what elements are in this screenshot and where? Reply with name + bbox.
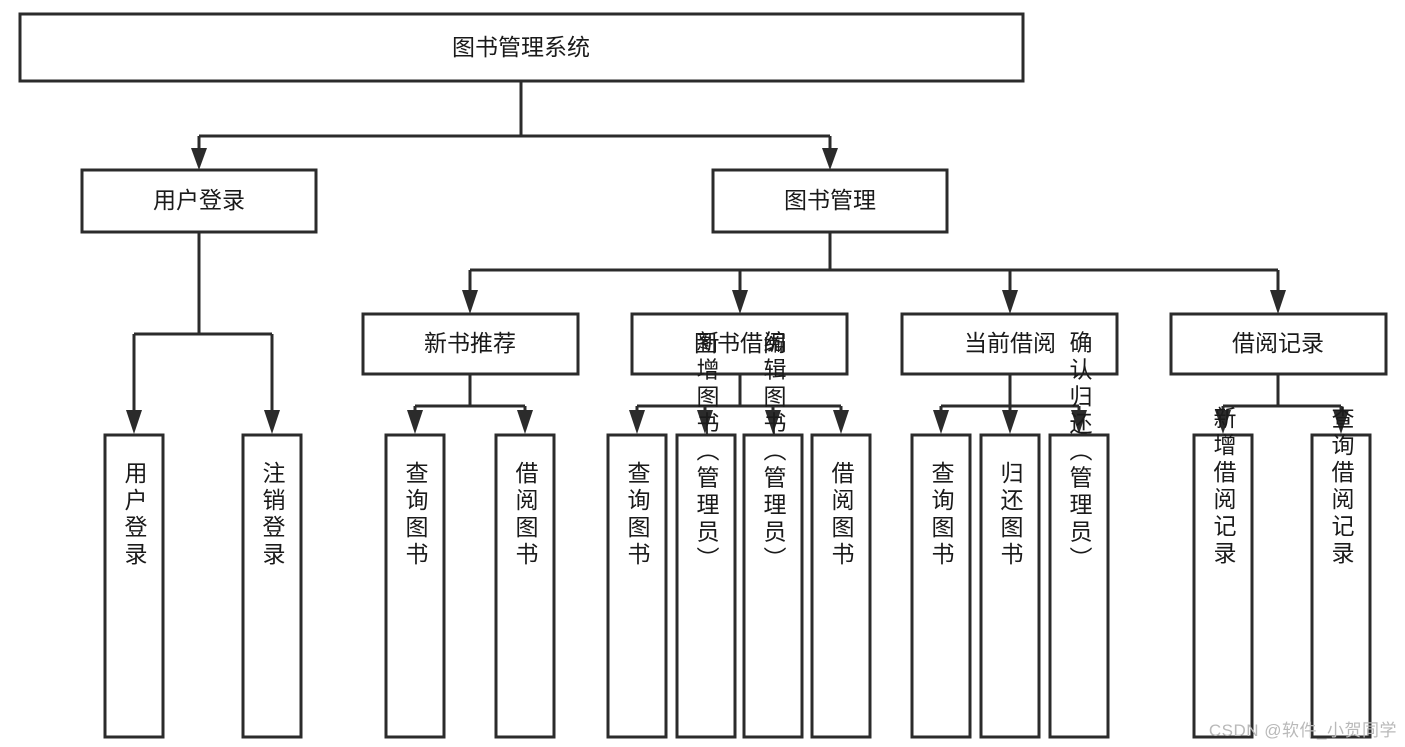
leaf-node[interactable]: 查询图书	[384, 433, 446, 739]
leaf-edit-book-admin-label: 编辑图书（管理员）	[760, 331, 787, 574]
leaf-add-book-admin-label: 新增图书（管理员）	[693, 331, 720, 574]
leaf-node[interactable]: 归还图书	[979, 433, 1041, 739]
node-user-login[interactable]: 用户登录	[80, 168, 318, 234]
leaf-query-borrow-record-label: 查询借阅记录	[1328, 406, 1355, 568]
leaf-current-query-book-box[interactable]	[910, 433, 972, 739]
leaf-confirm-return-admin-label: 确认归还（管理员）	[1066, 331, 1093, 574]
arrow-head-current-3	[1071, 410, 1087, 434]
node-root-label: 图书管理系统	[452, 34, 590, 60]
leaf-recommend-borrow-book-box[interactable]	[494, 433, 556, 739]
leaf-add-borrow-record-label: 新增借阅记录	[1210, 406, 1237, 568]
node-root-box[interactable]	[18, 12, 1025, 83]
leaf-user-login-label: 用户登录	[121, 461, 148, 569]
node-borrow-record-label: 借阅记录	[1232, 330, 1324, 356]
leaf-borrow-book-box[interactable]	[810, 433, 872, 739]
leaf-borrow-query-book-label: 查询图书	[624, 461, 651, 569]
node-book-management-box[interactable]	[711, 168, 949, 234]
leaf-current-query-book-label: 查询图书	[928, 461, 955, 569]
leaf-node[interactable]: 新增图书（管理员）	[675, 331, 737, 739]
leaf-node[interactable]: 查询图书	[910, 433, 972, 739]
node-current-borrow[interactable]: 当前借阅	[900, 312, 1119, 376]
arrow-head-recommend-1	[407, 410, 423, 434]
node-new-book-recommend-box[interactable]	[361, 312, 580, 376]
arrow-head-recommend-2	[517, 410, 533, 434]
node-borrow-record[interactable]: 借阅记录	[1169, 312, 1388, 376]
node-book-management[interactable]: 图书管理	[711, 168, 949, 234]
leaf-recommend-query-book-box[interactable]	[384, 433, 446, 739]
arrow-head-borrow-3	[765, 410, 781, 434]
leaf-add-borrow-record-box[interactable]	[1192, 433, 1254, 739]
leaf-logout-label: 注销登录	[259, 461, 286, 569]
connector-layer	[126, 81, 1349, 434]
leaf-node[interactable]: 查询图书	[606, 433, 668, 739]
node-user-login-label: 用户登录	[153, 187, 245, 213]
node-current-borrow-box[interactable]	[900, 312, 1119, 376]
leaf-node[interactable]: 借阅图书	[810, 433, 872, 739]
node-book-management-label: 图书管理	[784, 187, 876, 213]
leaf-borrow-query-book-box[interactable]	[606, 433, 668, 739]
arrow-head-level3-4	[1270, 290, 1286, 314]
leaf-node[interactable]: 用户登录	[103, 433, 165, 739]
arrow-head-user-login-leaf2	[264, 410, 280, 434]
arrow-head-user-login	[191, 148, 207, 170]
arrow-head-current-2	[1002, 410, 1018, 434]
leaf-node[interactable]: 查询借阅记录	[1310, 406, 1372, 739]
leaf-node[interactable]: 新增借阅记录	[1192, 406, 1254, 739]
leaf-edit-book-admin-box[interactable]	[742, 433, 804, 739]
arrow-head-user-login-leaf1	[126, 410, 142, 434]
node-root[interactable]: 图书管理系统	[18, 12, 1025, 83]
node-new-book-recommend[interactable]: 新书推荐	[361, 312, 580, 376]
arrow-head-level3-3	[1002, 290, 1018, 314]
node-book-borrow[interactable]: 图书借阅	[630, 312, 849, 376]
leaf-return-book-label: 归还图书	[997, 461, 1024, 569]
leaf-add-book-admin-box[interactable]	[675, 433, 737, 739]
leaf-node[interactable]: 借阅图书	[494, 433, 556, 739]
arrow-head-borrow-2	[697, 410, 713, 434]
node-book-borrow-label: 图书借阅	[694, 330, 786, 356]
arrow-head-level3-2	[732, 290, 748, 314]
arrow-head-borrow-1	[629, 410, 645, 434]
leaf-recommend-query-book-label: 查询图书	[402, 461, 429, 569]
leaf-return-book-box[interactable]	[979, 433, 1041, 739]
leaf-query-borrow-record-box[interactable]	[1310, 433, 1372, 739]
leaf-user-login-box[interactable]	[103, 433, 165, 739]
leaf-node[interactable]: 确认归还（管理员）	[1048, 331, 1110, 739]
arrow-head-current-1	[933, 410, 949, 434]
arrow-head-record-1	[1215, 410, 1231, 434]
arrow-head-level3-1	[462, 290, 478, 314]
arrow-head-record-2	[1333, 410, 1349, 434]
leaf-node[interactable]: 编辑图书（管理员）	[742, 331, 804, 739]
arrow-head-borrow-4	[833, 410, 849, 434]
node-book-borrow-box[interactable]	[630, 312, 849, 376]
arrow-head-book-management	[822, 148, 838, 170]
node-borrow-record-box[interactable]	[1169, 312, 1388, 376]
leaf-node[interactable]: 注销登录	[241, 433, 303, 739]
leaf-confirm-return-admin-box[interactable]	[1048, 433, 1110, 739]
node-new-book-recommend-label: 新书推荐	[424, 330, 516, 356]
leaf-logout-box[interactable]	[241, 433, 303, 739]
leaf-recommend-borrow-book-label: 借阅图书	[512, 461, 539, 569]
node-user-login-box[interactable]	[80, 168, 318, 234]
leaf-borrow-book-label: 借阅图书	[828, 461, 855, 569]
node-current-borrow-label: 当前借阅	[964, 330, 1056, 356]
